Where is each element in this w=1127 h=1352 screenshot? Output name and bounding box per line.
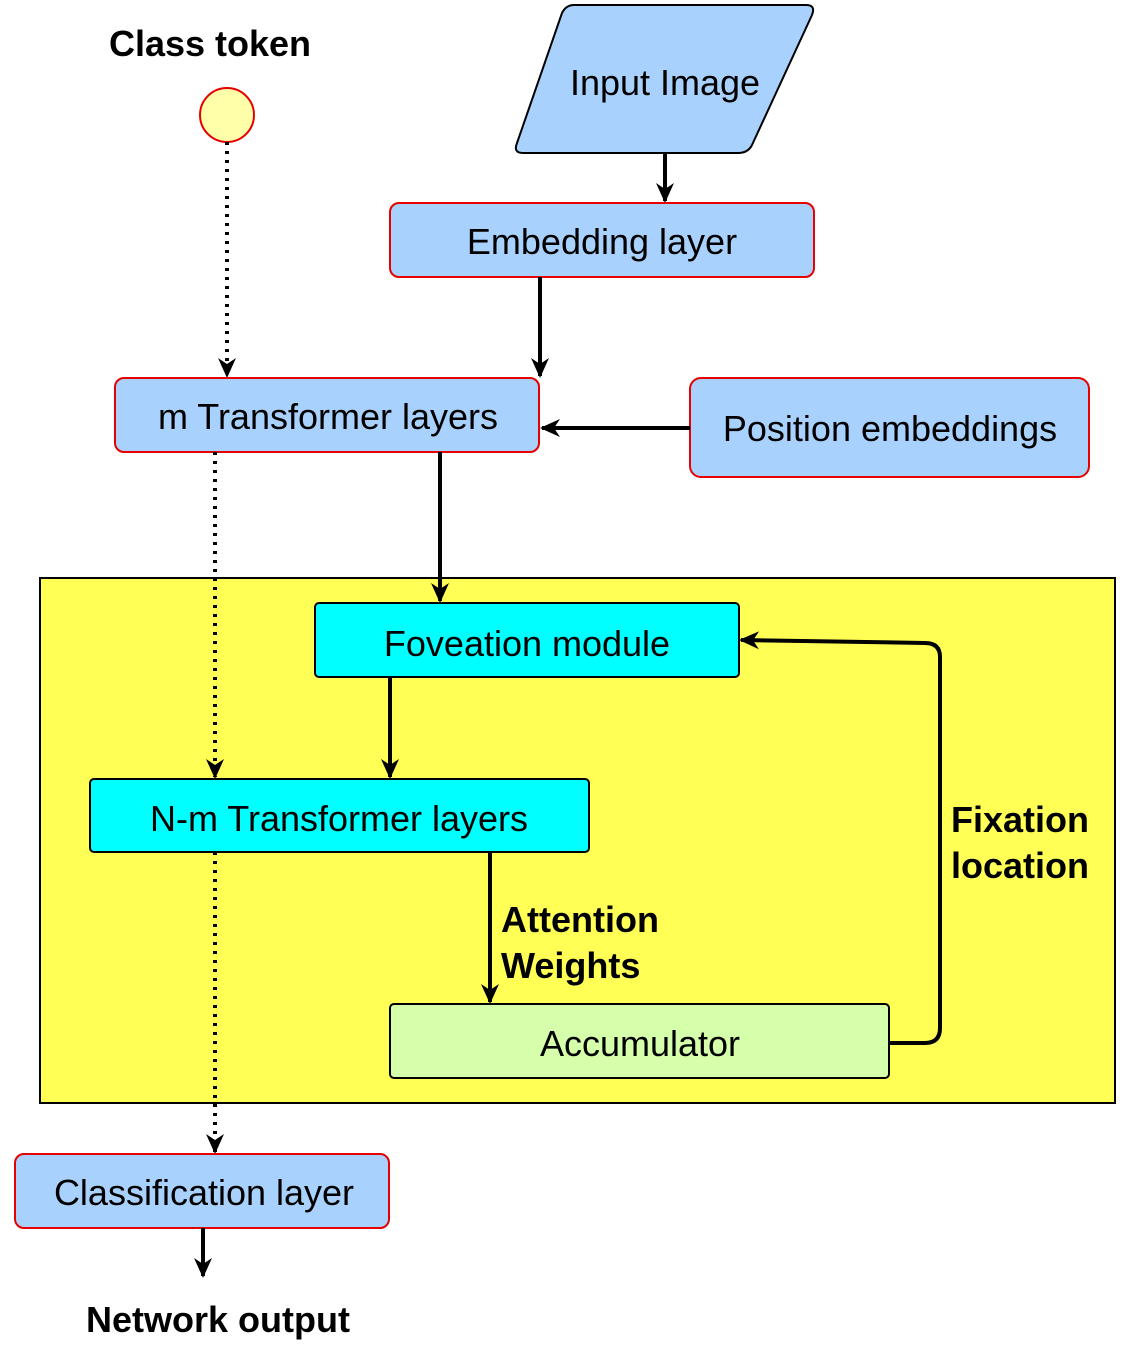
attention-weights-label-line2: Weights [501,945,640,986]
attention-weights-label-line1: Attention [501,899,659,940]
m-transformer-layers-label: m Transformer layers [158,396,498,437]
position-embeddings-label: Position embeddings [723,408,1057,449]
accumulator-label: Accumulator [540,1023,740,1064]
fixation-location-label-line1: Fixation [951,799,1089,840]
embedding-layer-node [389,202,815,278]
nm-transformer-layers-node [89,778,590,853]
input-image-label: Input Image [570,62,760,103]
fixation-location-label-line2: location [951,845,1089,886]
embedding-layer-label: Embedding layer [467,221,737,262]
foveation-module-node [314,602,740,678]
nm-transformer-layers-label: N-m Transformer layers [150,798,528,839]
class-token-label: Class token [109,23,311,64]
arrow-accumulator-to-foveation [739,631,942,1045]
network-output-label: Network output [86,1299,350,1340]
foveation-module-label: Foveation module [384,623,670,664]
classification-layer-label: Classification layer [54,1172,354,1213]
class-token-node [199,87,255,143]
input-image-node [514,4,815,154]
m-transformer-layers-node [114,377,540,453]
